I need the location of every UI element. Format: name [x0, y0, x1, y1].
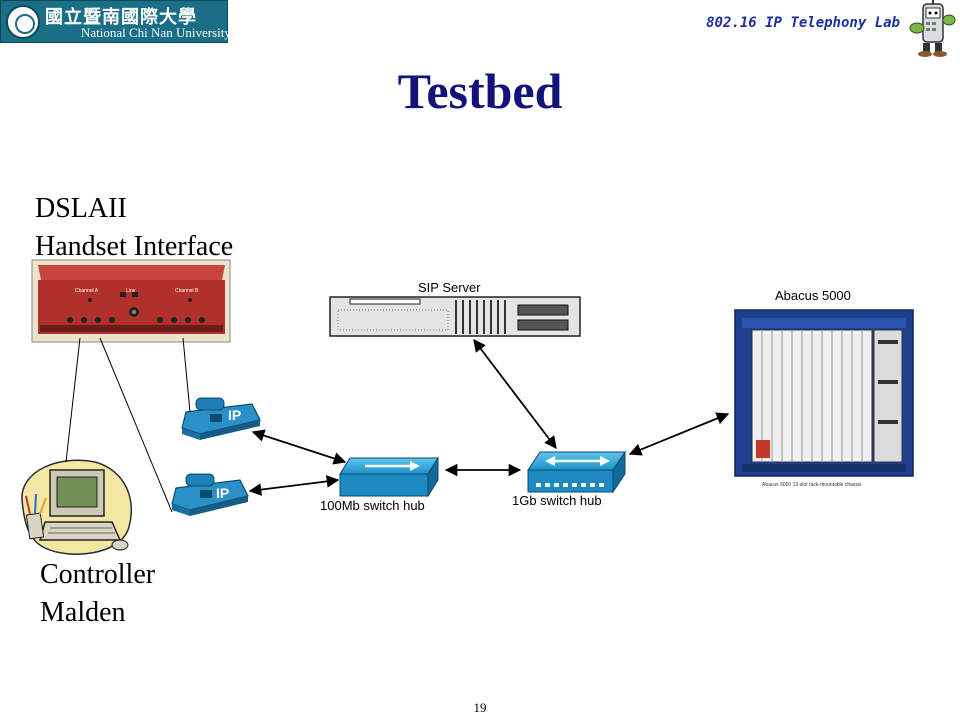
wire-dsl-phone2: [99, 337, 173, 513]
link-hub1g-abacus: [628, 412, 730, 456]
hub-1gb-label: 1Gb switch hub: [512, 493, 602, 508]
dslaii-wires: [65, 337, 191, 513]
hub-100mb: 100Mb switch hub: [320, 456, 439, 513]
dsl-channel-a-text: Channel A: [75, 288, 99, 294]
controller-label: Controller Malden: [40, 556, 155, 632]
controller-label-line1: Controller: [40, 559, 156, 590]
dslaii-label: DSLAII Handset Interface: [35, 190, 233, 266]
controller-computer-icon: [21, 459, 133, 555]
ip-phone-1: IP: [181, 397, 261, 440]
sip-server-label: SIP Server: [418, 280, 481, 295]
hub-100mb-label: 100Mb switch hub: [320, 498, 425, 513]
link-phone2-hub100: [248, 475, 340, 496]
abacus-caption: Abacus 5000 13-slot rack-mountable chass…: [762, 482, 862, 488]
dslaii-label-line2: Handset Interface: [35, 231, 234, 262]
wire-dsl-controller: [65, 337, 81, 463]
page-number: 19: [473, 700, 487, 715]
link-sip-hub1g: [473, 338, 557, 450]
phone1-ip-text: IP: [228, 407, 241, 423]
university-logo: 國立暨南國際大學 National Chi Nan University: [0, 0, 231, 43]
wire-dsl-phone1: [182, 337, 191, 413]
abacus-5000-device: Abacus 5000 Abacus 5000 13-slot rack-mou…: [734, 288, 914, 488]
logo-english-name: National Chi Nan University: [81, 25, 231, 40]
abacus-label: Abacus 5000: [775, 288, 851, 303]
dsl-channel-b-text: Channel B: [175, 288, 199, 294]
dslaii-device: Channel A Channel B Line: [31, 259, 231, 343]
ip-phone-2: IP: [171, 473, 249, 516]
university-seal-icon: [6, 5, 40, 39]
hub-1gb: 1Gb switch hub: [512, 450, 626, 508]
dslaii-label-line1: DSLAII: [35, 193, 127, 224]
controller-label-line2: Malden: [40, 597, 126, 628]
sip-server-device: SIP Server: [329, 280, 581, 337]
slide-title: Testbed: [397, 63, 563, 119]
dsl-line-text: Line: [126, 288, 136, 294]
phone-mascot-icon: [909, 0, 956, 57]
lab-name: 802.16 IP Telephony Lab: [706, 15, 900, 31]
logo-chinese-name: 國立暨南國際大學: [45, 7, 197, 28]
network-links: [248, 338, 730, 496]
link-phone1-hub100: [251, 429, 347, 465]
phone2-ip-text: IP: [216, 485, 229, 501]
